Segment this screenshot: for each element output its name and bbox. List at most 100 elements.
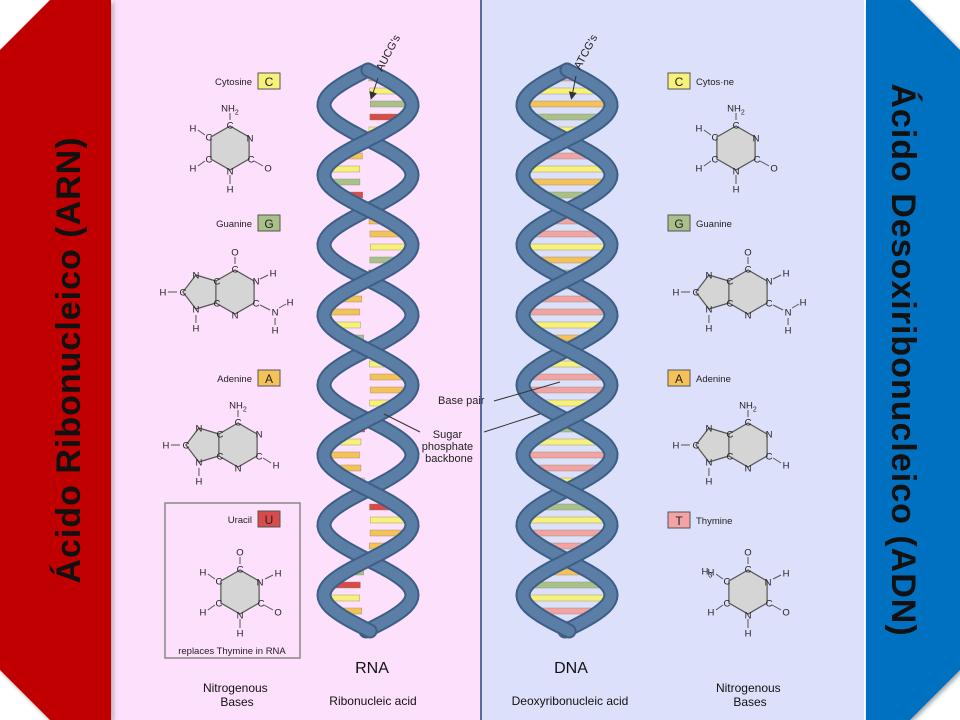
dna-base-pair-rung [522,243,612,251]
atom-label: N [232,311,239,322]
dna-bases-caption-line2: Bases [733,695,766,709]
atom-label: N [253,277,260,288]
rna-base-rung [369,516,405,524]
atom-label: C [727,452,734,463]
dna-guanine-label: G Guanine [667,214,732,232]
dna-bases-caption: Nitrogenous Bases [716,681,784,709]
atom-label: NH2 [221,104,239,117]
atom-label: N [227,167,234,178]
bond [791,303,800,309]
atom-label: C [733,121,740,132]
rna-guanine-letter-box [257,214,281,232]
atom-subscript: 2 [753,407,757,414]
atom-label: H [783,269,790,280]
dna-bases-caption-line1: Nitrogenous [716,681,781,695]
dna-adenine-letter-box [667,369,691,387]
rna-uracil-letter-box [257,510,281,528]
rna-cytosine-letter: C [265,75,274,89]
atom-label: N [766,277,773,288]
atom-label: C [712,155,719,166]
atom-label: H [160,288,167,299]
bond [264,574,274,580]
bond [715,573,724,580]
atom-label: N [766,430,773,441]
atom-label: H [163,441,170,452]
atom-label: H [287,298,294,309]
dna-helix [515,62,619,639]
atom-label: C [214,277,221,288]
bond [278,303,287,309]
bond [772,457,782,464]
atom-label: C [217,452,224,463]
bond [259,274,269,280]
atom-label: H [706,324,713,335]
rna-adenine-structure-five-ring [185,427,220,463]
atom-label: C [724,599,731,610]
dna-base-pair-rung [524,165,610,173]
dna-helix-label: DNA [554,660,588,677]
atom-label: C [727,430,734,441]
atom-label: N [193,305,200,316]
atom-label: N [733,167,740,178]
bond [197,160,206,167]
dna-thymine-letter-box [667,511,691,529]
atom-label: C [232,265,239,276]
atom-label: C [766,299,773,310]
rna-cytosine-structure-ring [210,125,250,171]
atom-label: O [236,548,243,559]
dna-guanine-letter: G [674,217,683,231]
atom-label: N [237,611,244,622]
rna-guanine-name: Guanine [216,219,252,230]
atom-label: H [696,124,703,135]
uracil-note: replaces Thymine in RNA [178,646,286,657]
bond [772,274,782,280]
dna-guanine-name: Guanine [696,219,732,230]
atom-label: C [235,418,242,429]
rna-base-rung [369,386,405,394]
dna-guanine-letter-box [667,214,691,232]
bond [771,604,782,611]
dna-backbone-strand-front-fill [517,64,617,637]
atom-label: H [733,185,740,196]
atom-label: H [275,569,282,580]
bond [715,604,724,611]
rna-guanine-letter: G [264,217,273,231]
atom-label: H [673,288,680,299]
dna-full-name: Deoxyribonucleic acid [512,694,629,708]
rna-adenine-letter: A [265,372,273,386]
dna-thymine-structure-ring [728,569,768,615]
atom-subscript: 2 [741,110,745,117]
molecule-structures: NNCCCCHOHHNH2NCNHHCCNCNCOHNHHNCNHHCCNCNC… [160,104,807,640]
atom-label: H [273,461,280,472]
atom-label: N [272,308,279,319]
dna-base-pair-rung [523,516,611,524]
rna-base-rung [369,243,406,251]
atom-label: C [693,288,700,299]
atom-label: C [693,441,700,452]
atom-label: C [256,452,263,463]
atom-label: C [766,452,773,463]
dna-adenine-name: Adenine [696,374,731,385]
atom-label: H [708,608,715,619]
rna-uracil-letter: U [265,513,274,527]
atom-label: N [196,458,203,469]
atom-label: N [765,578,772,589]
atom-label: H [783,461,790,472]
atom-label: N [706,424,713,435]
atom-label: NH2 [727,104,745,117]
atom-label: NH2 [739,401,757,414]
atom-label: H [783,569,790,580]
atom-label: C [727,277,734,288]
rna-adenine-letter-box [257,369,281,387]
bond [259,304,271,311]
dna-base-pair-rung [522,100,612,108]
rna-full-name: Ribonucleic acid [329,694,416,708]
